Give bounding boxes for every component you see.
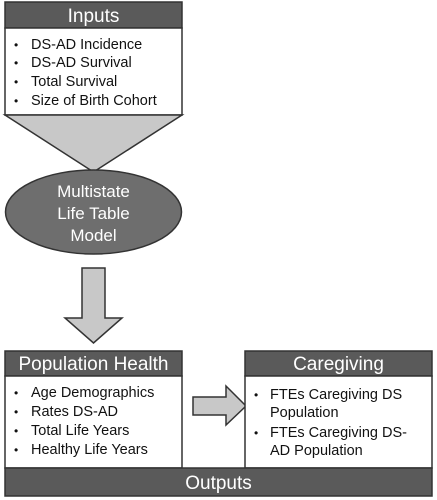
bullet-icon: • [254, 426, 258, 440]
caregiving-list-box [244, 375, 433, 469]
inputs-item-label: DS-AD Survival [31, 55, 132, 71]
model-label-line: Model [70, 226, 116, 245]
funnel-arrow [2, 114, 185, 173]
bullet-icon: • [14, 56, 18, 70]
caregiving-item: • FTEs Caregiving DS- AD Population [254, 425, 407, 459]
caregiving-item-label: FTEs Caregiving DS [270, 387, 402, 403]
outputs-title: Outputs [185, 473, 252, 494]
caregiving-item-label: Population [270, 405, 339, 421]
population-health-item: • Healthy Life Years [14, 442, 148, 458]
inputs-item: • Size of Birth Cohort [14, 93, 157, 109]
caregiving-title: Caregiving [293, 354, 384, 375]
inputs-item: • Total Survival [14, 74, 117, 90]
population-health-item: • Rates DS-AD [14, 404, 118, 420]
inputs-item-label: Total Survival [31, 74, 117, 90]
outputs-bar-shape [4, 467, 433, 497]
bullet-icon: • [14, 94, 18, 108]
population-health-item-label: Healthy Life Years [31, 442, 148, 458]
inputs-item: • DS-AD Survival [14, 55, 132, 71]
caregiving-item: • FTEs Caregiving DS Population [254, 387, 402, 421]
model-ellipse-shape [4, 169, 183, 255]
population-health-title: Population Health [19, 354, 169, 375]
caregiving-item-label: FTEs Caregiving DS- [270, 425, 407, 441]
inputs-header-bar [4, 1, 183, 29]
caregiving-header-bar [244, 350, 433, 377]
outputs-bar: Outputs [4, 467, 433, 497]
bullet-icon: • [14, 424, 18, 438]
population-health-item-label: Total Life Years [31, 423, 129, 439]
population-health-item-label: Age Demographics [31, 385, 154, 401]
inputs-title: Inputs [68, 6, 120, 27]
bullet-icon: • [14, 405, 18, 419]
inputs-block: Inputs • DS-AD Incidence • DS-AD Surviva… [4, 1, 183, 116]
right-arrow [192, 384, 248, 427]
model-ellipse: Multistate Life Table Model [4, 169, 183, 255]
bullet-icon: • [254, 388, 258, 402]
population-health-item: • Total Life Years [14, 423, 129, 439]
bullet-icon: • [14, 75, 18, 89]
inputs-item-label: Size of Birth Cohort [31, 93, 157, 109]
bullet-icon: • [14, 386, 18, 400]
inputs-item: • DS-AD Incidence [14, 37, 142, 53]
population-health-header-bar [4, 350, 183, 377]
model-label-line: Multistate [57, 182, 130, 201]
bullet-icon: • [14, 443, 18, 457]
down-arrow [63, 267, 124, 344]
population-health-block: Population Health • Age Demographics • R… [4, 350, 183, 469]
population-health-item: • Age Demographics [14, 385, 154, 401]
population-health-list-box [4, 375, 183, 469]
bullet-icon: • [14, 38, 18, 52]
inputs-item-label: DS-AD Incidence [31, 37, 142, 53]
caregiving-item-label: AD Population [270, 443, 363, 459]
model-label-line: Life Table [57, 204, 129, 223]
inputs-list-box [4, 27, 183, 116]
population-health-item-label: Rates DS-AD [31, 404, 118, 420]
caregiving-block: Caregiving • FTEs Caregiving DS Populati… [244, 350, 433, 469]
